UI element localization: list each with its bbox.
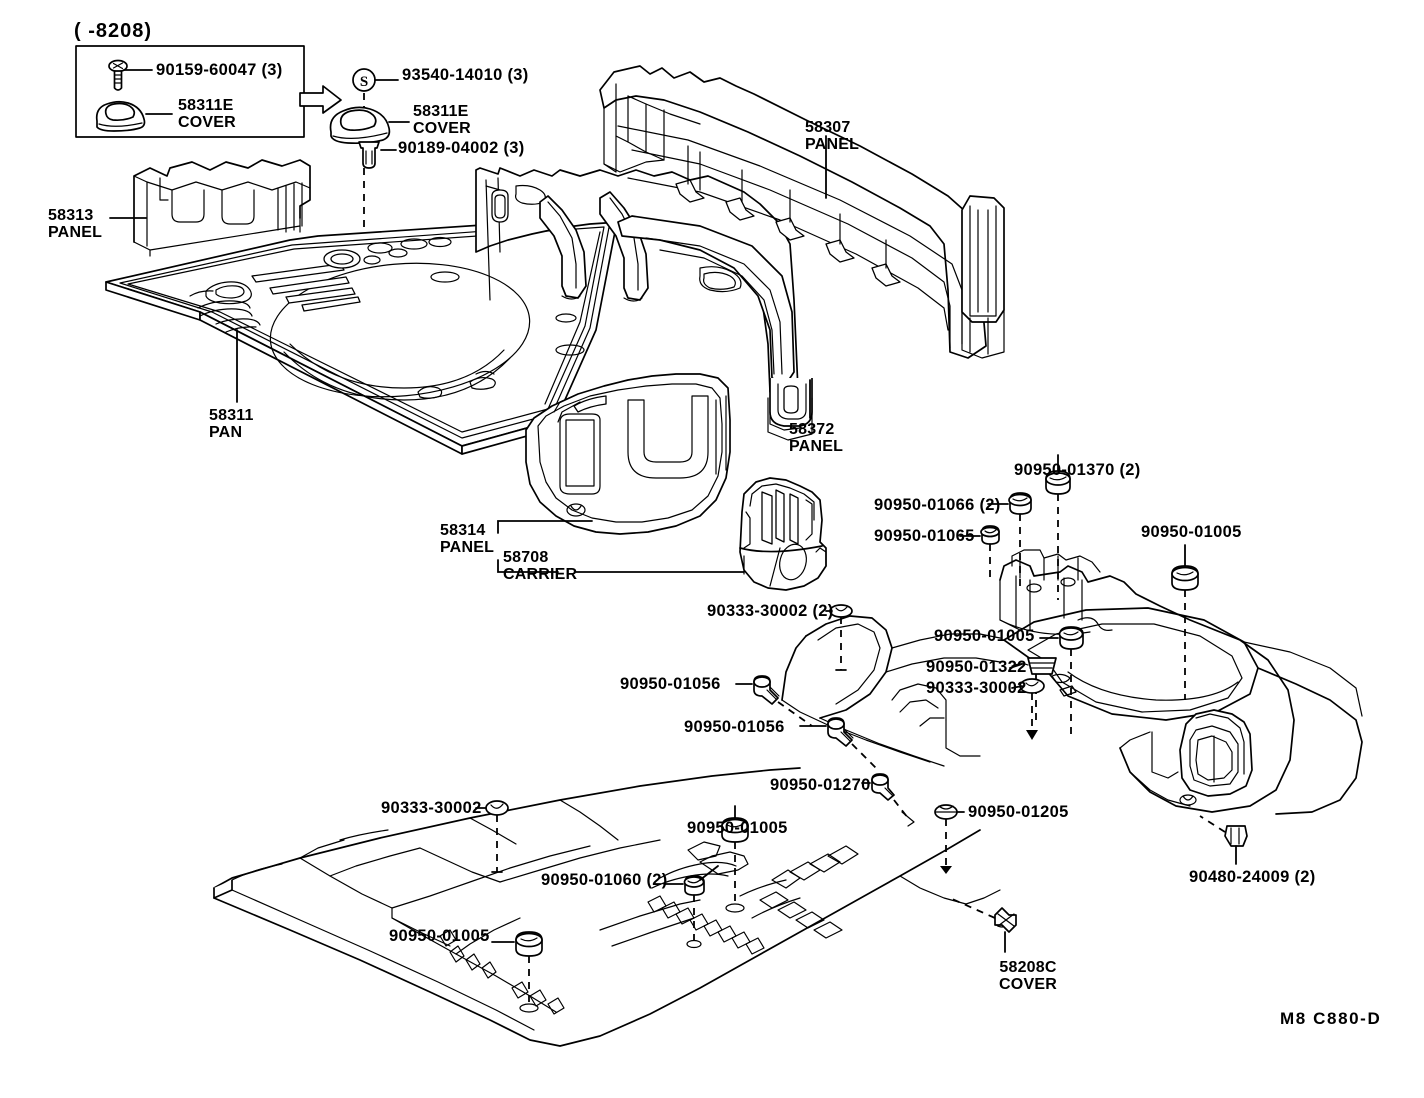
grommet-90333-30002-c-icon: [475, 800, 509, 873]
callout-58708: 58708 CARRIER: [503, 550, 577, 583]
front-floor-pan-assembly: [213, 615, 1010, 1047]
grommet-90189-icon: [358, 141, 380, 169]
carrier-58708: [739, 477, 827, 591]
callout-58313: 58313 PANEL: [48, 208, 102, 241]
plug-90950-01060-icon: [663, 865, 719, 949]
panel-58314: [525, 373, 731, 535]
callout-58314: 58314 PANEL: [440, 523, 494, 556]
plug-90950-01370-icon: [1045, 454, 1071, 600]
inset-header: ( -8208): [74, 20, 153, 42]
bolt-90950-01056-b-icon: [799, 717, 877, 769]
callout-90950-01005-d: 90950-01005: [389, 927, 490, 945]
cover-58208c-icon: [949, 897, 1017, 953]
callout-90333-30002-c: 90333-30002: [381, 799, 482, 817]
callout-58311: 58311 PAN: [209, 408, 254, 441]
callout-90950-01005-b: 90950-01005: [934, 627, 1035, 645]
callout-90950-01005-a: 90950-01005: [1141, 523, 1242, 541]
callout-90333-30002-a: 90333-30002: [926, 679, 1027, 697]
callout-58208c-desc: COVER: [999, 976, 1057, 993]
inset-cover-label: 58311E COVER: [178, 98, 236, 131]
callout-58311e: 58311E COVER: [413, 104, 471, 137]
callout-58313-number: 58313: [48, 207, 94, 224]
leader-58314: [497, 520, 593, 534]
callout-58311e-number: 58311E: [413, 103, 469, 120]
panel-58313: [133, 159, 311, 257]
plug-90950-01005-c-icon: [721, 805, 749, 913]
callout-58708-number: 58708: [503, 549, 549, 566]
callout-90950-01205: 90950-01205: [968, 803, 1069, 821]
plug-90950-01005-b-icon: [1039, 626, 1084, 740]
callout-90950-01056-b: 90950-01056: [684, 718, 785, 736]
bolt-90950-01056-a-icon: [735, 675, 813, 727]
inset-cover-desc: COVER: [178, 114, 236, 131]
callout-58313-desc: PANEL: [48, 224, 103, 241]
callout-58307-desc: PANEL: [805, 136, 860, 153]
transfer-arrow-icon: [299, 85, 342, 114]
callout-90333-30002-b: 90333-30002 (2): [707, 602, 834, 620]
callout-58208c-number: 58208C: [999, 959, 1057, 976]
callout-90950-01066: 90950-01066 (2): [874, 496, 1001, 514]
callout-90480-24009: 90480-24009 (2): [1189, 868, 1316, 886]
leader-lines: [109, 135, 827, 573]
callout-90950-01056-a: 90950-01056: [620, 675, 721, 693]
callout-90189-04002: 90189-04002 (3): [398, 139, 525, 157]
callout-58311-desc: PAN: [209, 424, 243, 441]
callout-90950-01065: 90950-01065: [874, 527, 975, 545]
bolt-90950-01270-icon: [861, 773, 915, 827]
svg-text:S: S: [360, 74, 368, 90]
grommet-90333-30002-b-icon: [825, 604, 853, 671]
callout-58311-number: 58311: [209, 407, 254, 424]
plug-90950-01005-d-icon: [491, 931, 543, 1013]
callout-93540-14010: 93540-14010 (3): [402, 66, 529, 84]
callout-58307: 58307 PANEL: [805, 120, 859, 153]
callout-58372-number: 58372: [789, 421, 835, 438]
callout-58311e-desc: COVER: [413, 120, 471, 137]
inset-screw-icon: [108, 59, 128, 91]
inset-cover-icon: [95, 100, 146, 132]
figure-code: M8 C880-D: [1280, 1009, 1382, 1028]
plug-90950-01065-icon: [959, 525, 1000, 582]
plug-90950-01005-a-icon: [1171, 544, 1199, 700]
inset-screw-label: 90159-60047 (3): [156, 61, 283, 79]
plug-90950-01205-icon: [934, 804, 965, 874]
callout-58307-number: 58307: [805, 119, 851, 136]
callout-58372: 58372 PANEL: [789, 422, 843, 455]
cover-58311e-assembly: S: [329, 68, 410, 240]
callout-90950-01060: 90950-01060 (2): [541, 871, 668, 889]
callout-90950-01270: 90950-01270: [770, 776, 871, 794]
callout-58372-desc: PANEL: [789, 438, 844, 455]
callout-90950-01370: 90950-01370 (2): [1014, 461, 1141, 479]
callout-90950-01005-c: 90950-01005: [687, 819, 788, 837]
grommet-90333-30002-a-icon: [1011, 678, 1045, 740]
callout-58708-desc: CARRIER: [503, 566, 578, 583]
plug-90950-01066-icon: [987, 492, 1032, 592]
inset-box: [75, 45, 305, 138]
callout-90950-01322: 90950-01322: [926, 658, 1027, 676]
callout-58208c: 58208C COVER: [983, 960, 1073, 993]
callout-58314-number: 58314: [440, 522, 486, 539]
washer-90950-01322-icon: [1009, 657, 1057, 720]
grommet-90480-24009-icon: [1199, 815, 1248, 865]
floor-pan-58311: [105, 215, 619, 455]
rear-floor-pan-right: [999, 549, 1363, 815]
panel-58307: [599, 65, 1005, 359]
callout-58314-desc: PANEL: [440, 539, 495, 556]
leader-58708-v: [497, 559, 559, 573]
inset-cover-number: 58311E: [178, 97, 234, 114]
